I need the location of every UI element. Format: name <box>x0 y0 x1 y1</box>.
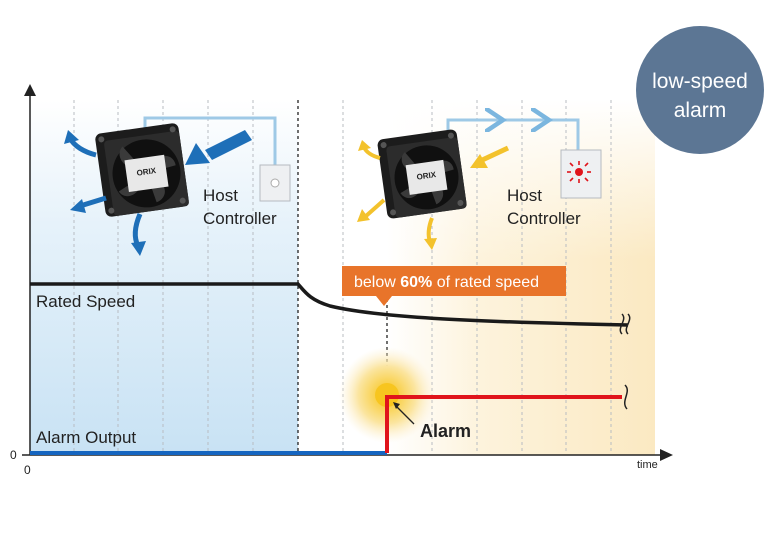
svg-text:alarm: alarm <box>674 99 727 122</box>
host-controller-normal <box>259 164 291 202</box>
low-speed-alarm-badge: low-speed alarm <box>636 26 764 154</box>
host-controller-label-normal: Host Controller <box>203 186 277 228</box>
speed-continuation-mark <box>619 313 631 335</box>
signal-wire-alarm <box>446 118 580 152</box>
alarm-continuation-mark <box>623 384 629 410</box>
svg-text:ORIX: ORIX <box>136 166 157 178</box>
svg-text:low-speed: low-speed <box>652 70 748 93</box>
x-origin-label: 0 <box>24 463 31 477</box>
alarm-output-label: Alarm Output <box>36 428 136 447</box>
rated-speed-label: Rated Speed <box>36 292 135 311</box>
speed-threshold-callout: below 60% of rated speed <box>342 266 566 306</box>
svg-text:below 60% of rated speed: below 60% of rated speed <box>354 274 539 291</box>
fan-normal: ORIX <box>95 123 189 217</box>
fan-low-speed: ORIX <box>377 129 467 219</box>
airflow-arrows-low-speed <box>357 140 510 250</box>
host-controller-alarm <box>560 149 602 199</box>
phase-dividers <box>297 100 388 452</box>
alarm-pointer <box>394 404 415 425</box>
alarm-output-line-on <box>385 395 622 453</box>
svg-text:ORIX: ORIX <box>416 170 437 182</box>
alarm-light-icon <box>567 161 591 183</box>
alarm-label: Alarm <box>420 421 471 441</box>
time-axis-label: time <box>637 459 658 471</box>
rated-speed-line <box>30 282 629 327</box>
signal-wire-normal <box>143 116 277 166</box>
airflow-arrows-normal <box>64 130 252 256</box>
host-controller-label-alarm: Host Controller <box>507 186 581 228</box>
y-origin-label: 0 <box>10 448 17 462</box>
